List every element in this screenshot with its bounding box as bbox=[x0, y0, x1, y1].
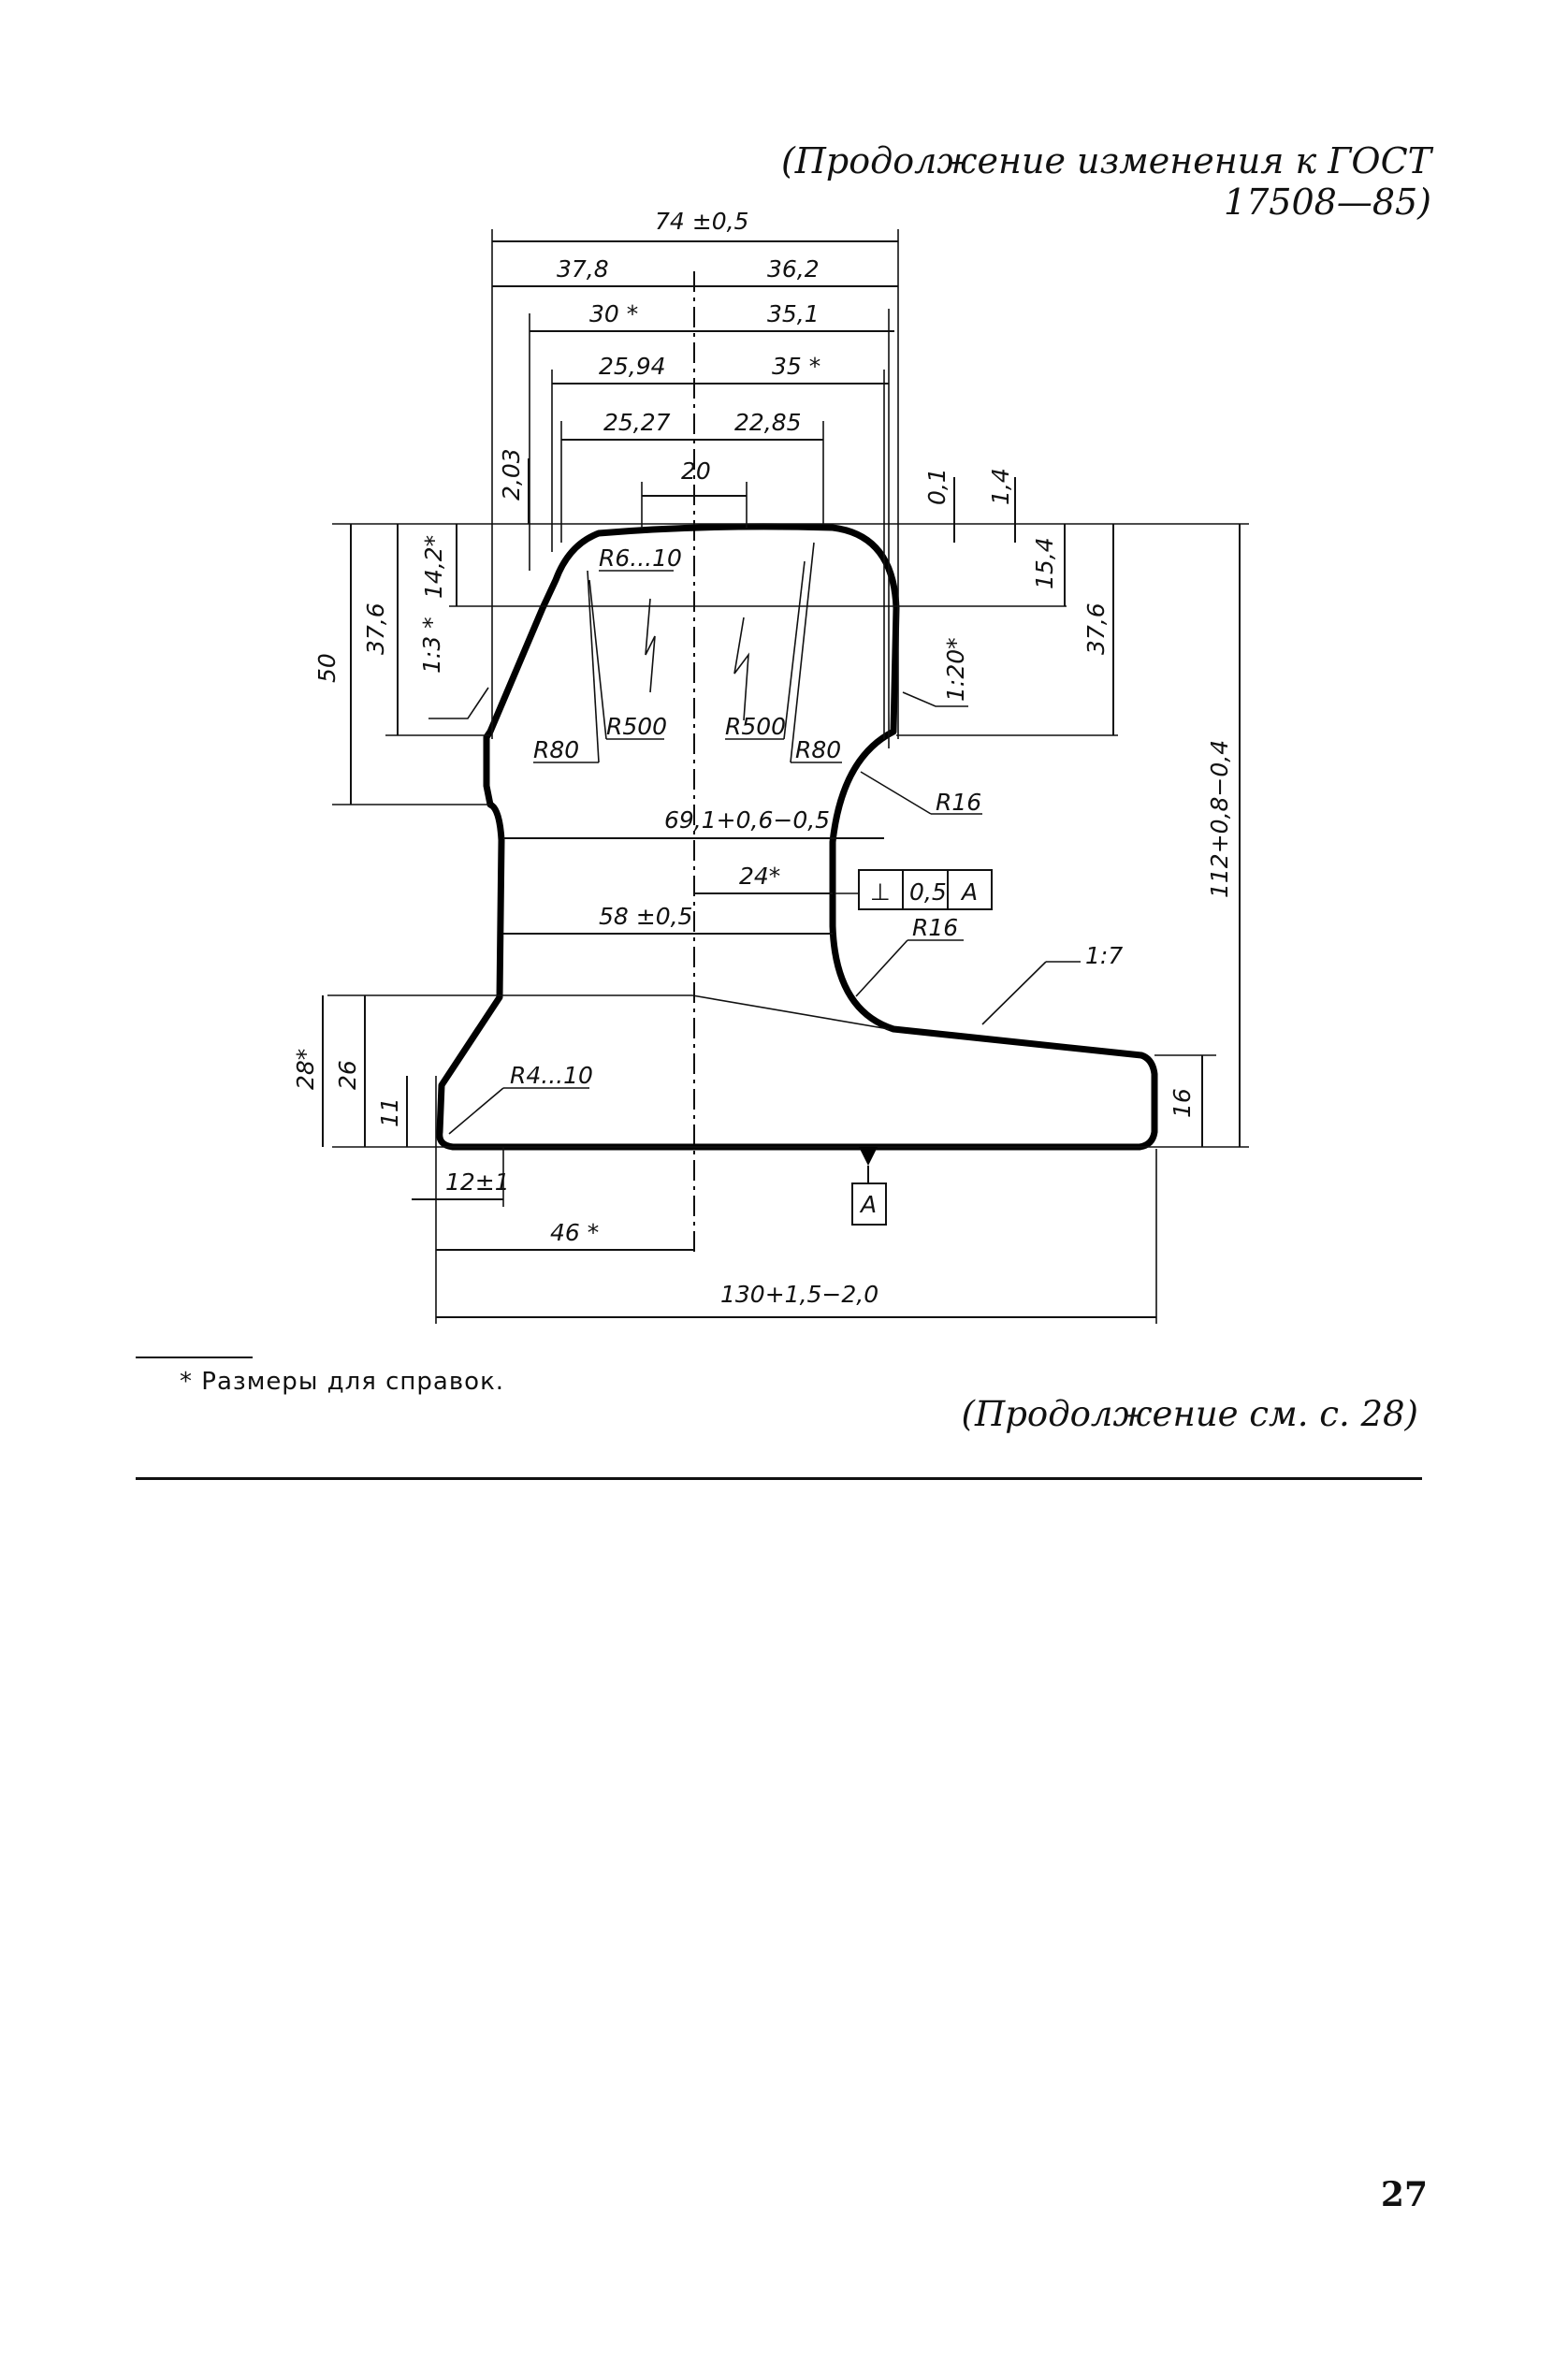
dim-25-27: 25,27 bbox=[603, 409, 671, 436]
dim-overall-width: 74 ±0,5 bbox=[655, 208, 748, 235]
dim-35: 35 * bbox=[772, 353, 820, 380]
dim-16: 16 bbox=[1169, 1088, 1196, 1118]
dim-22-85: 22,85 bbox=[734, 409, 802, 436]
dim-37-8: 37,8 bbox=[557, 255, 609, 283]
dim-total-height: 112+0,8−0,4 bbox=[1206, 740, 1233, 898]
dim-26: 26 bbox=[334, 1060, 361, 1090]
tolerance-datum: A bbox=[960, 878, 978, 906]
datum-a-marker: A bbox=[851, 1147, 887, 1226]
rail-profile-outline bbox=[436, 523, 1158, 1151]
dim-30: 30 * bbox=[589, 300, 638, 327]
bottom-rule bbox=[136, 1477, 1422, 1480]
radius-r500-right: R500 bbox=[725, 713, 786, 740]
slope-1-3: 1:3 * bbox=[418, 617, 445, 674]
dim-36-2: 36,2 bbox=[767, 255, 820, 283]
rail-profile-drawing: 74 ±0,5 37,8 36,2 30 * 35,1 25,94 35 * 2… bbox=[292, 208, 1249, 1324]
page-header: (Продолжение изменения к ГОСТ 17508—85) bbox=[780, 140, 1431, 223]
radius-r16-upper: R16 bbox=[936, 789, 981, 816]
radius-r4-10: R4...10 bbox=[510, 1062, 593, 1089]
dim-1-4: 1,4 bbox=[987, 468, 1014, 505]
dim-14-2: 14,2* bbox=[420, 535, 447, 599]
dim-28: 28* bbox=[292, 1049, 319, 1090]
dim-15-4: 15,4 bbox=[1031, 537, 1058, 589]
dim-25-94: 25,94 bbox=[599, 353, 666, 380]
dim-head-width: 69,1+0,6−0,5 bbox=[664, 806, 830, 834]
dim-58: 58 ±0,5 bbox=[599, 903, 692, 930]
tolerance-symbol: ⊥ bbox=[870, 878, 891, 906]
dim-total-width: 130+1,5−2,0 bbox=[720, 1281, 878, 1308]
radius-r80-right: R80 bbox=[795, 736, 841, 763]
footnote: * Размеры для справок. bbox=[180, 1368, 505, 1396]
dim-12: 12±1 bbox=[445, 1168, 510, 1196]
continuation-note: (Продолжение см. с. 28) bbox=[961, 1394, 1418, 1434]
dim-0-1: 0,1 bbox=[923, 468, 951, 505]
dim-46: 46 * bbox=[550, 1219, 599, 1246]
dim-20: 20 bbox=[681, 457, 711, 485]
tolerance-value: 0,5 bbox=[909, 878, 947, 906]
dim-24: 24* bbox=[739, 863, 780, 890]
dim-2-03: 2,03 bbox=[498, 448, 525, 501]
top-dimension-lines bbox=[492, 240, 898, 524]
slope-1-7: 1:7 bbox=[1085, 942, 1123, 969]
slope-1-20: 1:20* bbox=[942, 637, 969, 702]
radius-r6-10: R6...10 bbox=[599, 544, 682, 572]
radius-r16-lower: R16 bbox=[912, 914, 958, 941]
dim-35-1: 35,1 bbox=[767, 300, 820, 327]
dim-50: 50 bbox=[313, 653, 341, 683]
dim-37-6-left: 37,6 bbox=[362, 602, 389, 655]
dim-11: 11 bbox=[376, 1097, 403, 1127]
footnote-rule bbox=[136, 1357, 253, 1358]
datum-a-label: A bbox=[859, 1191, 877, 1218]
page-number: 27 bbox=[1380, 2175, 1428, 2214]
dim-37-6-right: 37,6 bbox=[1082, 602, 1110, 655]
radius-r80-left: R80 bbox=[533, 736, 579, 763]
perpendicularity-tolerance-frame: ⊥ 0,5 A bbox=[835, 869, 993, 910]
radius-r500-left: R500 bbox=[606, 713, 667, 740]
